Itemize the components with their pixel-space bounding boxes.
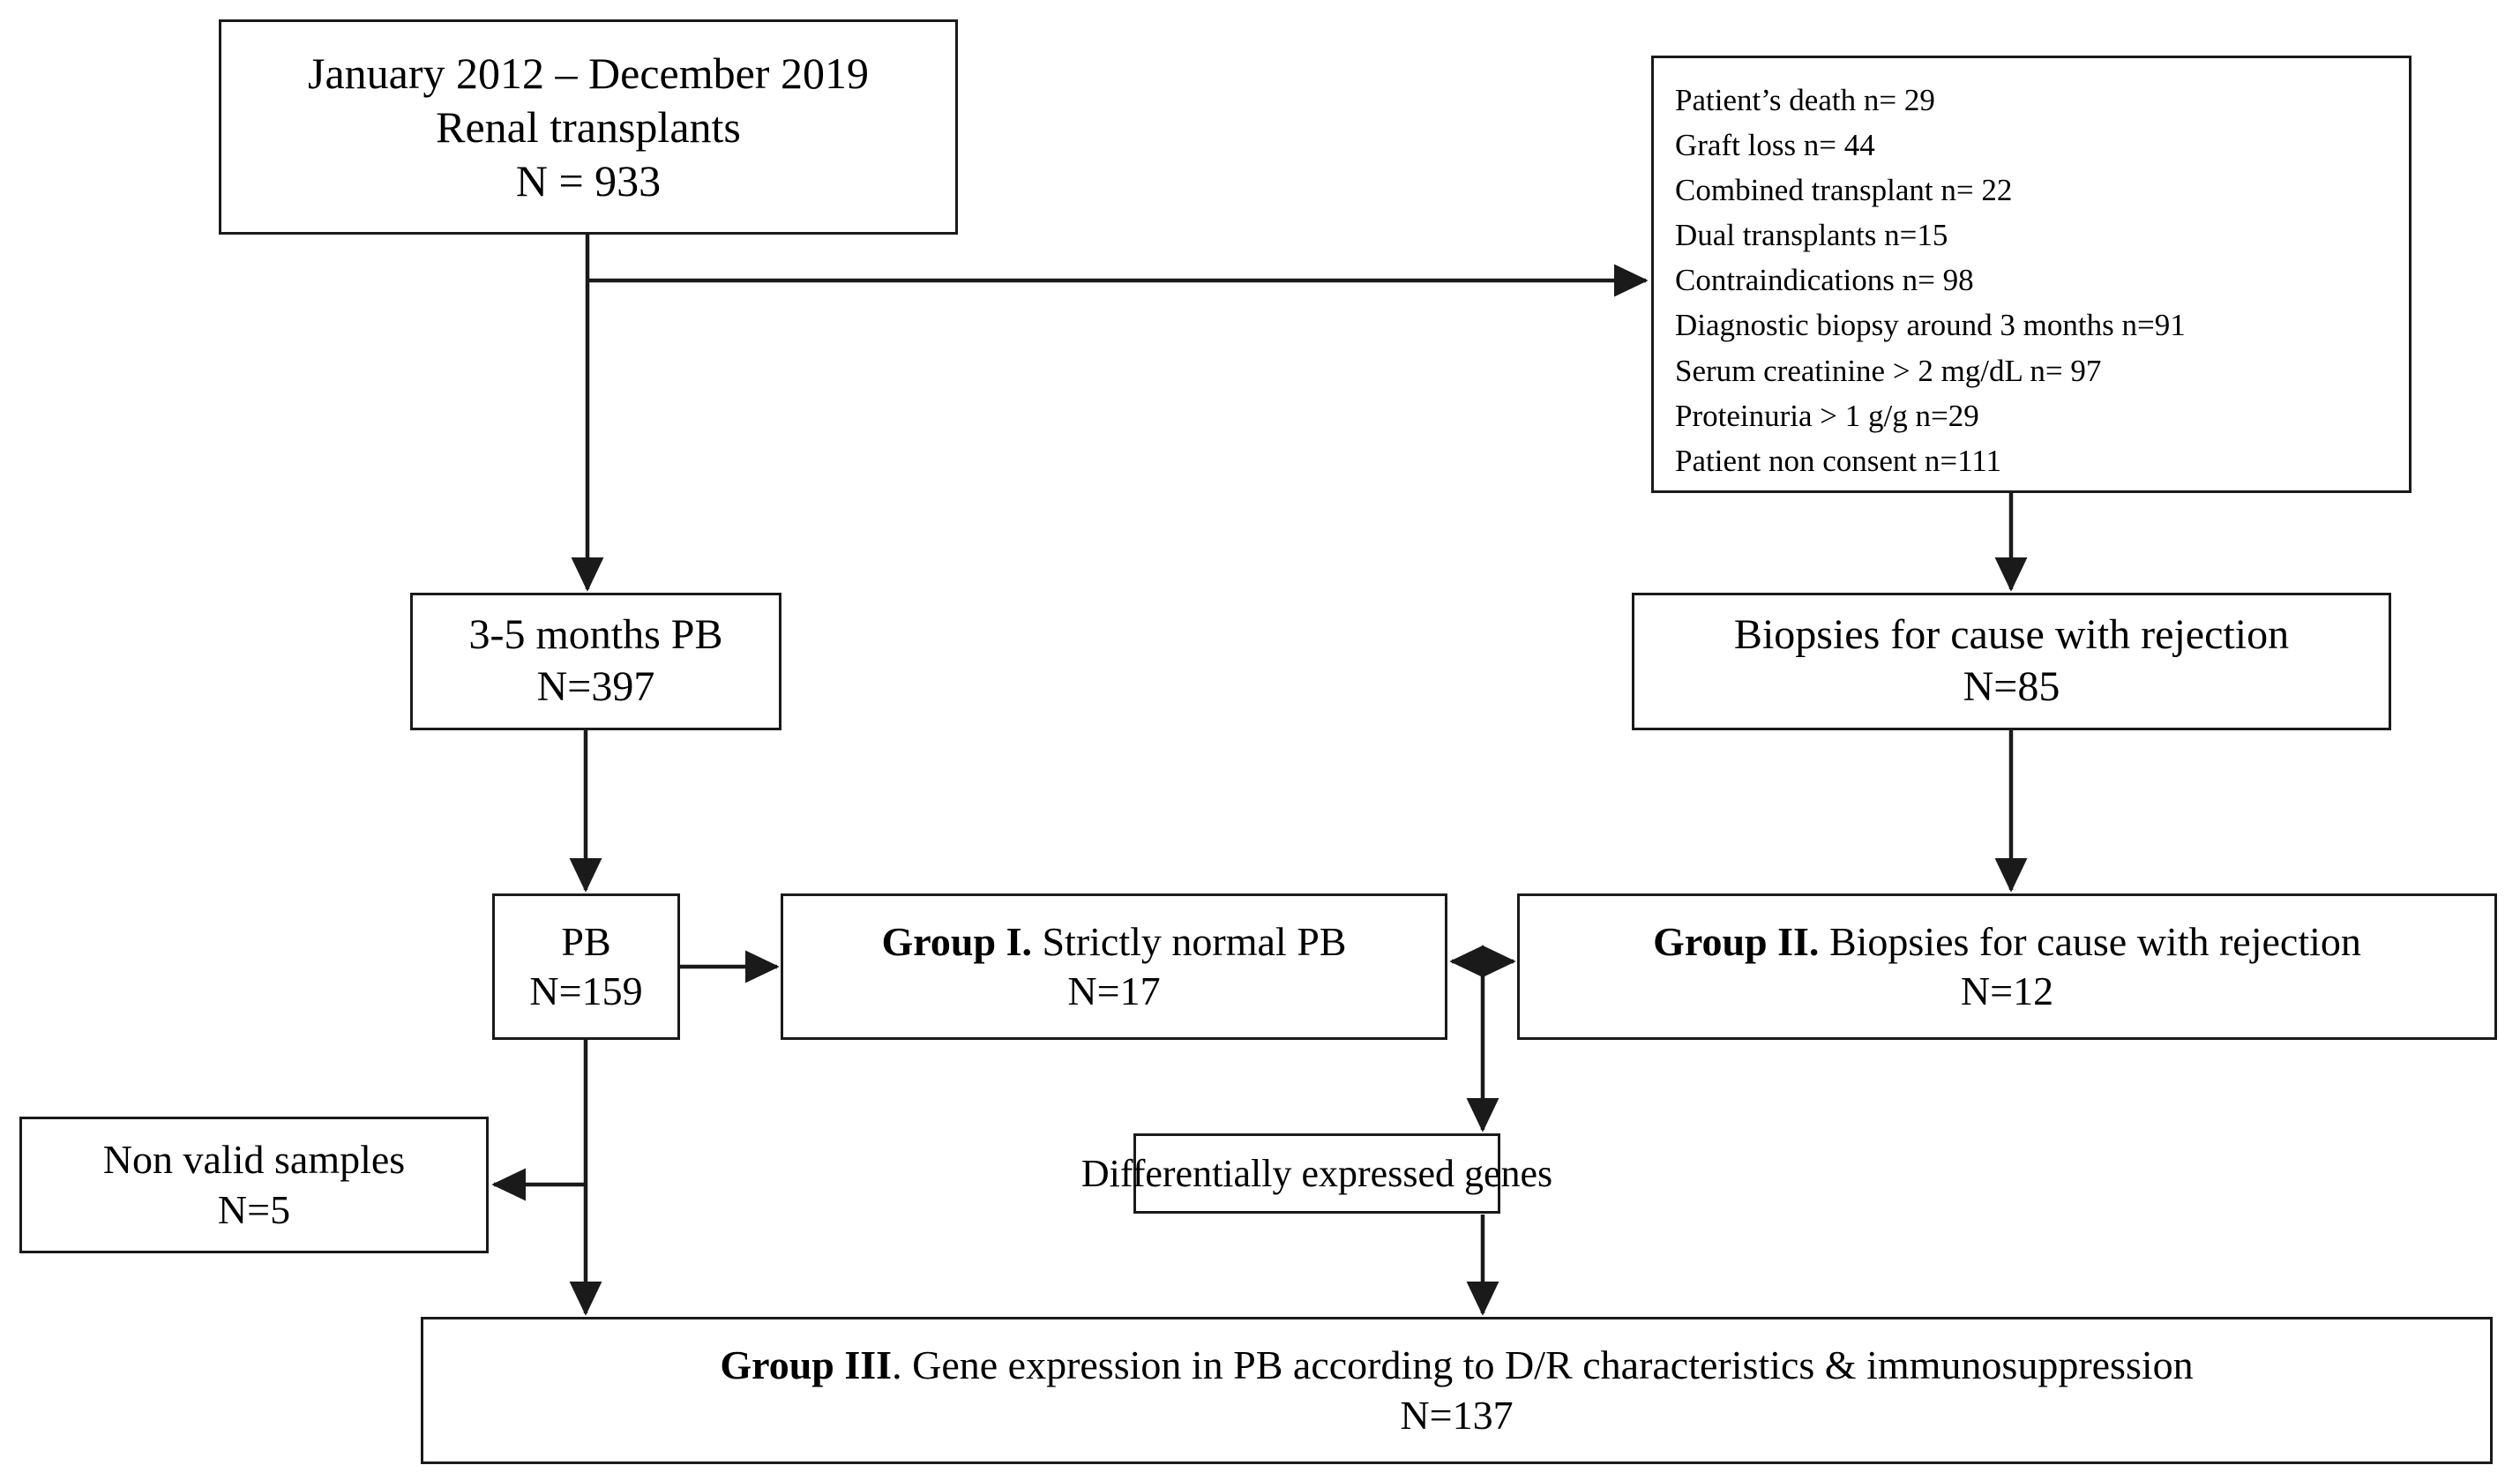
- cohort-line-count: N = 933: [515, 155, 662, 206]
- biopsies-for-cause-box: Biopsies for cause with rejection N=85: [1632, 593, 2391, 730]
- pb35-label: 3-5 months PB: [468, 611, 723, 659]
- biopsies-label: Biopsies for cause with rejection: [1733, 611, 2290, 659]
- exclusion-item: Graft loss n= 44: [1675, 128, 1875, 163]
- group-i-box: Group I. Strictly normal PB N=17: [781, 893, 1447, 1040]
- cohort-line-type: Renal transplants: [436, 101, 741, 152]
- pb-samples-box: PB N=159: [492, 893, 680, 1040]
- differentially-expressed-genes-box: Differentially expressed genes: [1081, 1133, 1552, 1214]
- group-ii-description: Biopsies for cause with rejection: [1819, 918, 2361, 964]
- group-ii-count: N=12: [1960, 968, 2054, 1013]
- exclusion-item: Serum creatinine > 2 mg/dL n= 97: [1675, 353, 2102, 388]
- exclusion-item: Patient’s death n= 29: [1675, 83, 1935, 117]
- degs-label: Differentially expressed genes: [1081, 1151, 1553, 1195]
- non-valid-count: N=5: [217, 1186, 291, 1232]
- exclusion-item: Proteinuria > 1 g/g n=29: [1675, 398, 1979, 433]
- group-ii-box: Group II. Biopsies for cause with reject…: [1517, 893, 2497, 1040]
- group-iii-box: Group III. Gene expression in PB accordi…: [421, 1317, 2493, 1464]
- exclusion-criteria-box: Patient’s death n= 29 Graft loss n= 44 C…: [1651, 56, 2412, 493]
- cohort-line-period: January 2012 – December 2019: [308, 48, 869, 98]
- pb-3-5-months-box: 3-5 months PB N=397: [410, 593, 781, 730]
- exclusion-item: Diagnostic biopsy around 3 months n=91: [1675, 308, 2186, 343]
- exclusion-item: Contraindications n= 98: [1675, 263, 1974, 298]
- group-ii-title: Group II. Biopsies for cause with reject…: [1653, 917, 2361, 967]
- group-i-count: N=17: [1067, 968, 1161, 1013]
- group-i-label: Group I.: [881, 918, 1032, 964]
- group-ii-label: Group II.: [1653, 918, 1820, 964]
- group-i-description: Strictly normal PB: [1031, 918, 1347, 964]
- biopsies-count: N=85: [1963, 663, 2060, 710]
- pb-count: N=159: [529, 968, 643, 1013]
- study-period-cohort-box: January 2012 – December 2019 Renal trans…: [219, 19, 958, 235]
- exclusion-item: Dual transplants n=15: [1675, 218, 1948, 253]
- non-valid-samples-box: Non valid samples N=5: [19, 1117, 489, 1253]
- group-iii-title: Group III. Gene expression in PB accordi…: [720, 1341, 2193, 1390]
- exclusion-item: Patient non consent n=111: [1675, 443, 2002, 478]
- non-valid-label: Non valid samples: [102, 1137, 406, 1183]
- group-iii-count: N=137: [1400, 1392, 1514, 1438]
- group-iii-description: . Gene expression in PB according to D/R…: [892, 1342, 2194, 1388]
- group-iii-label: Group III: [720, 1342, 893, 1388]
- group-i-title: Group I. Strictly normal PB: [882, 917, 1347, 967]
- pb35-count: N=397: [536, 663, 655, 710]
- pb-label: PB: [561, 918, 611, 964]
- exclusion-item: Combined transplant n= 22: [1675, 173, 2013, 208]
